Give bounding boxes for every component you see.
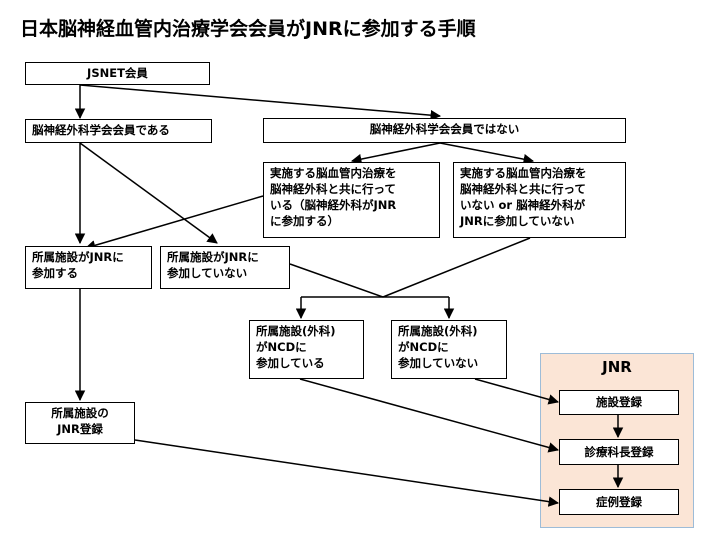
node-without-neurosurgery: 実施する脳血管内治療を 脳神経外科と共に行って いない or 脳神経外科が JN… — [453, 162, 626, 238]
node-step-chief-registration: 診療科長登録 — [559, 439, 679, 465]
arrow-member-no-to-without-neuro — [439, 142, 535, 165]
node-facility-not-in-jnr: 所属施設がJNRに 参加していない — [160, 246, 290, 289]
line-without-neuro-merge — [382, 237, 531, 298]
node-jsnet-member: JSNET会員 — [25, 62, 210, 85]
line-fac-jnr-no-merge — [289, 263, 384, 298]
page-title: 日本脳神経血管内治療学会会員がJNRに参加する手順 — [20, 18, 476, 40]
node-step-facility-registration: 施設登録 — [559, 390, 679, 415]
arrow-member-yes-to-fac-jnr-no — [79, 142, 218, 244]
node-with-neurosurgery: 実施する脳血管内治療を 脳神経外科と共に行って いる（脳神経外科がJNR に参加… — [263, 162, 440, 238]
node-ncd-participating: 所属施設(外科) がNCDに 参加している — [249, 320, 364, 379]
arrow-ncd-no-to-step-facility — [474, 378, 560, 405]
node-ncd-not-participating: 所属施設(外科) がNCDに 参加していない — [391, 320, 507, 379]
node-neurosurgery-member-yes: 脳神経外科学会会員である — [25, 119, 212, 143]
node-facility-joins-jnr: 所属施設がJNRに 参加する — [25, 246, 152, 289]
node-neurosurgery-member-no: 脳神経外科学会会員ではない — [263, 118, 626, 143]
node-step-case-registration: 症例登録 — [559, 489, 679, 515]
arrow-member-no-to-with-neuro — [350, 142, 441, 165]
arrow-fac-register-to-step-case — [134, 439, 560, 507]
jnr-panel-title: JNR — [602, 358, 632, 376]
arrow-ncd-yes-to-step-chief — [299, 378, 560, 453]
arrow-with-neuro-to-fac-jnr-yes — [84, 195, 264, 251]
node-facility-jnr-registration: 所属施設の JNR登録 — [25, 402, 135, 444]
arrow-jsnet-to-member-no — [79, 84, 442, 121]
